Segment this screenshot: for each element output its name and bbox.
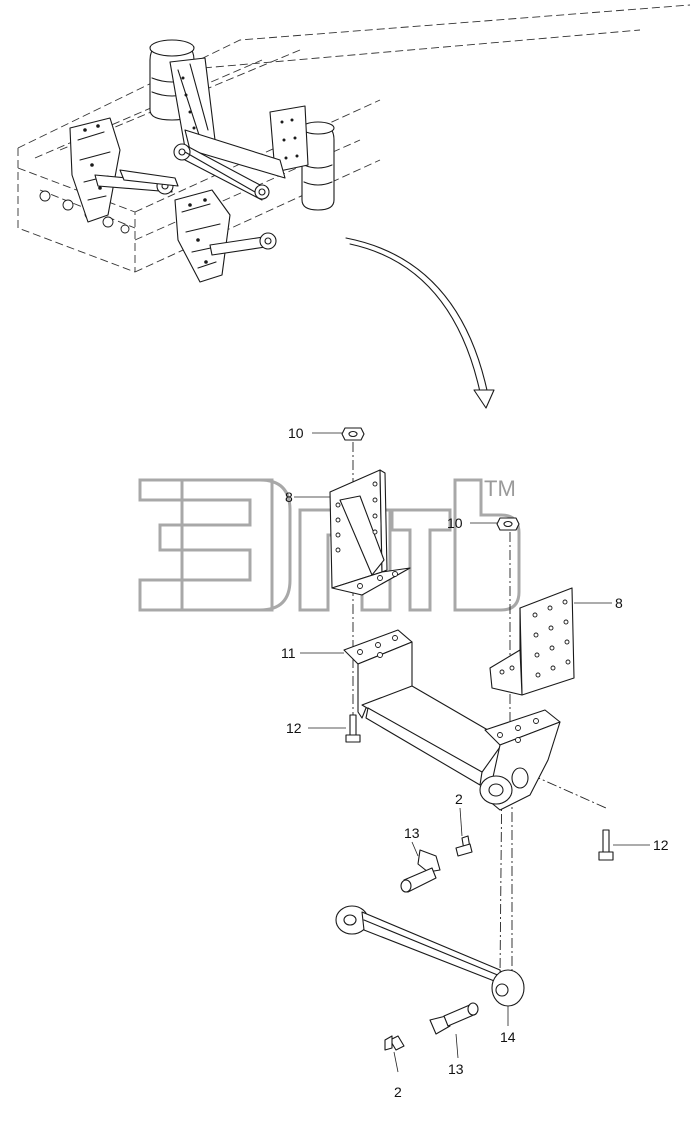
bracket-right <box>489 587 575 696</box>
callout-13-top: 13 <box>404 825 420 841</box>
nut-right <box>496 517 520 531</box>
callout-10-top: 10 <box>288 425 304 441</box>
callout-11: 11 <box>281 645 296 661</box>
callout-12-right: 12 <box>653 837 669 853</box>
bolt-right <box>598 829 614 861</box>
bracket-left <box>329 469 411 596</box>
pin-top <box>400 849 441 893</box>
torque-rod <box>335 905 525 1007</box>
cross-member <box>343 629 561 811</box>
callout-2-bottom: 2 <box>394 1084 402 1100</box>
pin-bottom <box>429 1002 479 1035</box>
frame-assembly-overview <box>17 4 691 283</box>
watermark-logo: TM <box>138 476 521 612</box>
callout-10-right: 10 <box>447 515 463 531</box>
callout-13-bottom: 13 <box>448 1061 464 1077</box>
direction-arrow <box>345 237 495 409</box>
callout-14: 14 <box>500 1029 516 1045</box>
bolt-small-bottom <box>384 1035 405 1051</box>
nut-top-left <box>341 427 365 441</box>
callout-8-right: 8 <box>615 595 623 611</box>
callout-12-left: 12 <box>286 720 302 736</box>
callout-8-left: 8 <box>285 489 293 505</box>
callout-2-top: 2 <box>455 791 463 807</box>
bolt-left <box>345 714 361 743</box>
bolt-small-top <box>455 835 473 857</box>
leader-lines <box>294 432 650 1073</box>
watermark-tm: TM <box>484 476 516 501</box>
